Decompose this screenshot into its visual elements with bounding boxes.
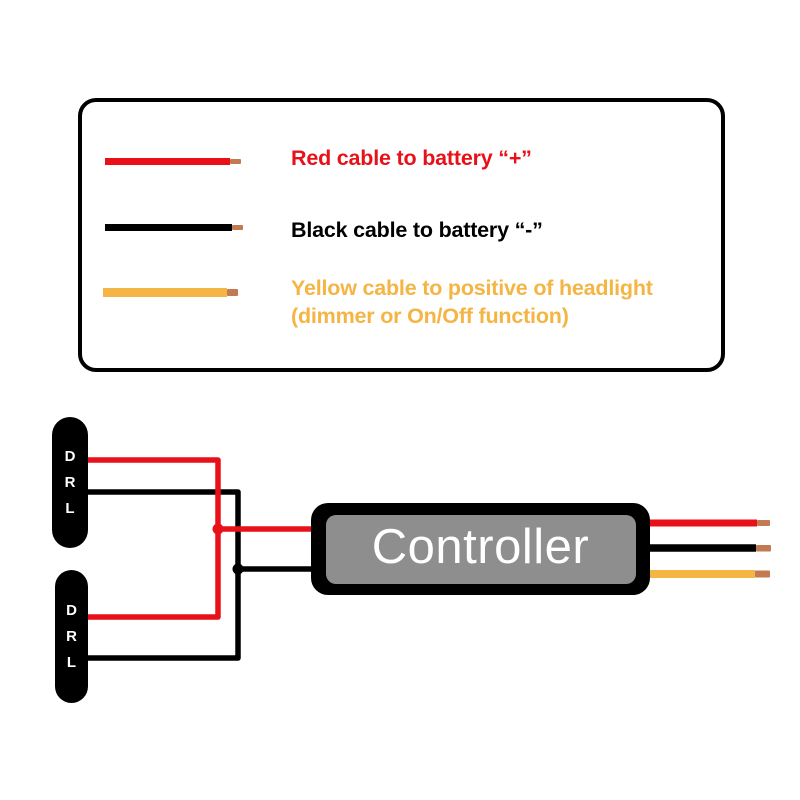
drl-letter: D	[66, 602, 77, 619]
controller-inner-panel: Controller	[325, 514, 636, 584]
drl-unit-top: D R L	[52, 417, 88, 548]
yellow-wire-sample	[103, 288, 238, 297]
wire-copper-tip	[232, 224, 243, 231]
black-wire-body	[105, 224, 232, 231]
legend-label-black: Black cable to battery “-”	[291, 218, 543, 242]
red-output-copper-tip	[757, 520, 770, 526]
controller-label: Controller	[371, 519, 590, 574]
red-wire-body	[105, 158, 230, 165]
legend-label-yellow: Yellow cable to positive of headlight (d…	[291, 276, 653, 328]
yellow-output-copper-tip	[755, 570, 770, 578]
black-wire-sample	[105, 224, 243, 231]
yellow-wire-body	[103, 288, 227, 297]
legend-box: Red cable to battery “+” Black cable to …	[78, 98, 725, 372]
red-wire-drl-loop	[88, 457, 221, 620]
drl-unit-bottom: D R L	[55, 570, 88, 703]
black-wire-drl-loop	[88, 489, 241, 661]
black-junction-dot	[232, 563, 244, 575]
red-wire-sample	[105, 158, 241, 165]
black-output-copper-tip	[756, 545, 771, 552]
drl-letter: D	[64, 448, 76, 465]
drl-letter: L	[66, 654, 77, 671]
drl-letter: R	[66, 628, 77, 645]
controller-box: Controller	[311, 503, 650, 595]
drl-letter: R	[64, 474, 76, 491]
drl-letter: L	[65, 500, 75, 517]
wire-copper-tip	[227, 289, 238, 296]
legend-label-red: Red cable to battery “+”	[291, 146, 532, 170]
red-junction-dot	[212, 523, 224, 535]
wire-copper-tip	[230, 158, 241, 165]
